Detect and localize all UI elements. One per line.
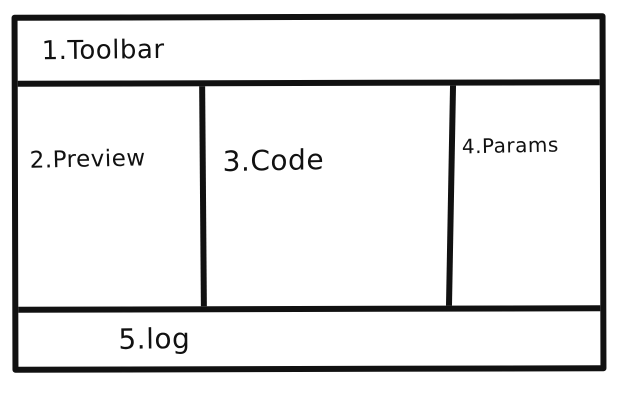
params-panel: 4.Params	[454, 85, 601, 305]
log-label: 5.log	[118, 321, 191, 356]
toolbar-section: 1.Toolbar	[17, 19, 600, 87]
main-area: 2.Preview 3.Code 4.Params	[17, 85, 601, 313]
log-section: 5.log	[18, 311, 600, 367]
preview-panel-label: 2.Preview	[29, 145, 147, 174]
params-panel-label: 4.Params	[461, 132, 559, 159]
code-panel-label: 3.Code	[222, 143, 325, 179]
wireframe-frame: 1.Toolbar 2.Preview 3.Code 4.Params 5.lo…	[11, 13, 607, 373]
toolbar-label: 1.Toolbar	[41, 34, 165, 67]
code-panel: 3.Code	[203, 85, 457, 307]
preview-panel: 2.Preview	[17, 86, 207, 307]
